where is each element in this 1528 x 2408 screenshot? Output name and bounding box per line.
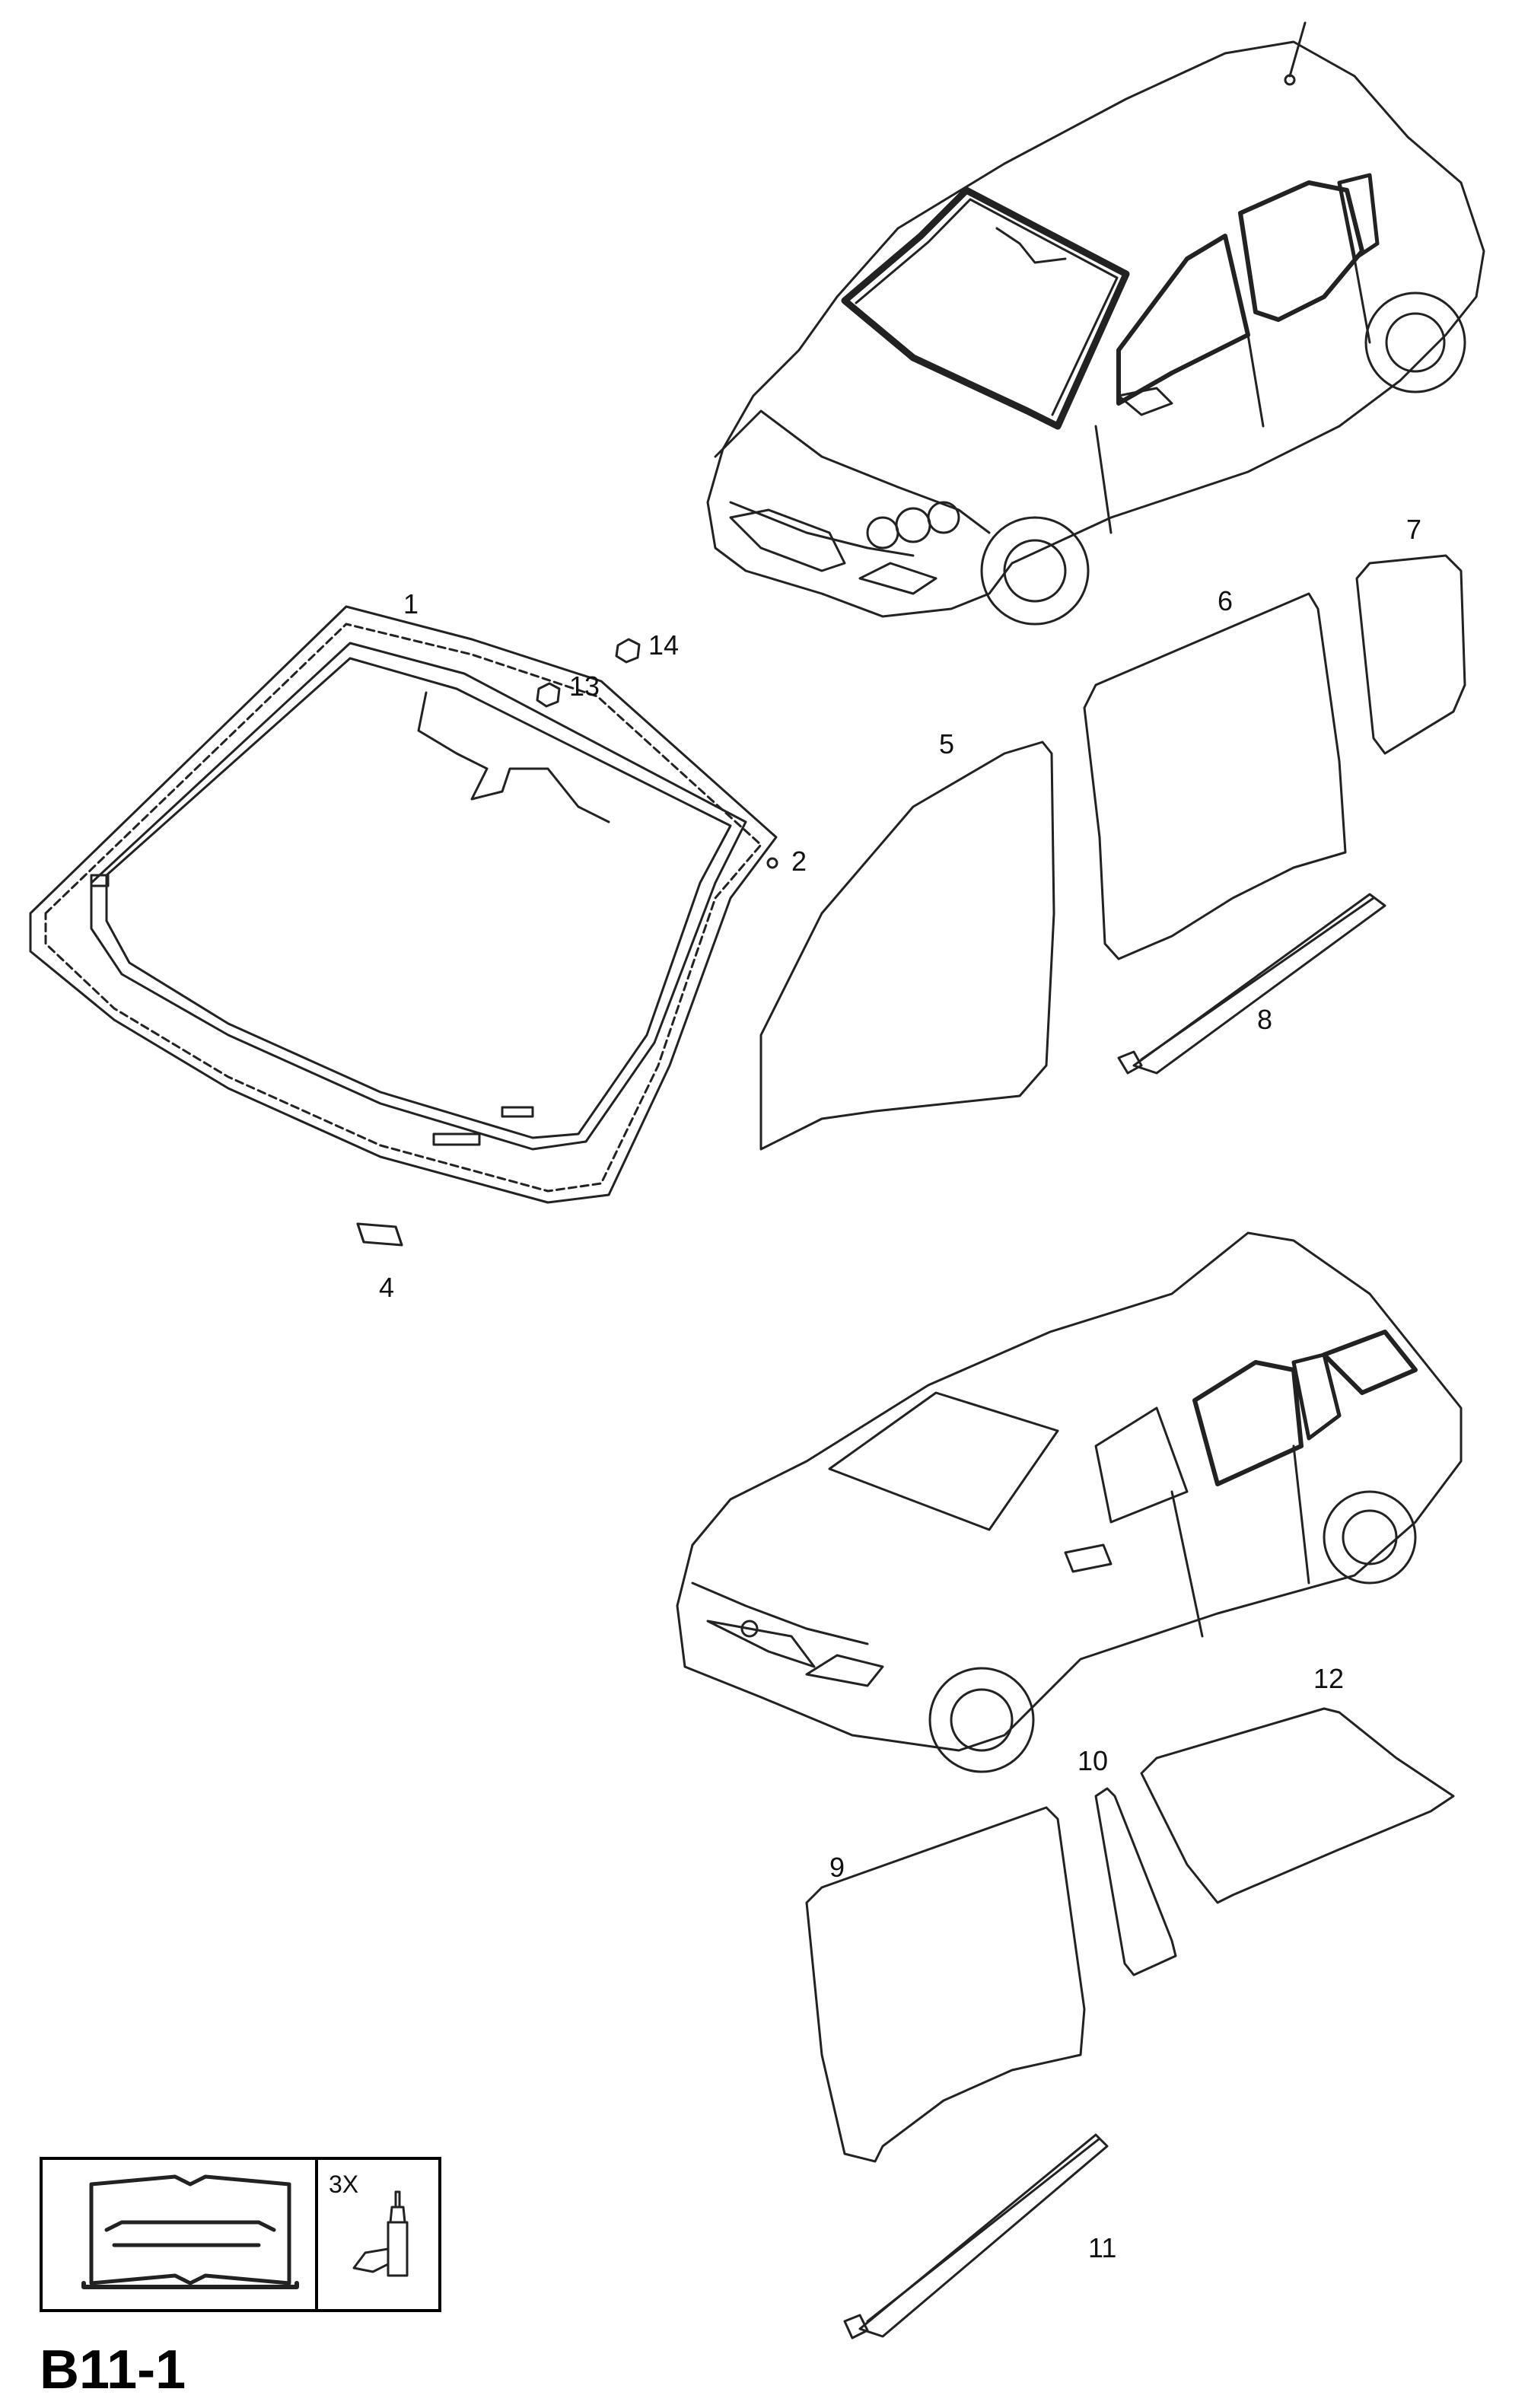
bracket-part-4 (356, 1222, 403, 1247)
quarter-glass-part-7 (1355, 554, 1466, 755)
rear-door-glass-part-9 (805, 1806, 1086, 2163)
callout-13: 13 (569, 670, 600, 702)
weatherstrip-part-8 (1117, 893, 1386, 1075)
adhesive-bottle-icon (352, 2190, 409, 2277)
weatherstrip-part-11 (843, 2133, 1109, 2340)
callout-6: 6 (1218, 585, 1234, 616)
front-door-glass-part-5 (759, 741, 1055, 1151)
estate-car-illustration (676, 1231, 1463, 1773)
callout-2: 2 (791, 846, 807, 877)
callout-10: 10 (1078, 1745, 1109, 1776)
callout-11: 11 (1088, 2232, 1117, 2263)
legend-box: 3X (40, 2157, 441, 2312)
legend-manual-cell (43, 2160, 318, 2309)
callout-8: 8 (1257, 1004, 1273, 1035)
clip-part-13 (536, 682, 561, 708)
clip-part-14 (615, 638, 641, 664)
quantity-label: 3X (329, 2171, 359, 2198)
callout-12: 12 (1313, 1663, 1345, 1694)
callout-7: 7 (1406, 514, 1422, 545)
service-manual-icon (81, 2174, 299, 2289)
hatchback-car-illustration (706, 21, 1485, 626)
quarter-glass-part-10 (1094, 1787, 1177, 1976)
callout-9: 9 (829, 1852, 845, 1883)
windscreen-part-1 (29, 605, 778, 1204)
callout-5: 5 (939, 728, 955, 760)
legend-quantity-cell: 3X (318, 2160, 438, 2309)
callout-4: 4 (379, 1272, 395, 1303)
side-glass-part-12 (1140, 1707, 1455, 1904)
callout-14: 14 (648, 629, 680, 661)
diagram-code: B11-1 (40, 2340, 186, 2400)
callout-1: 1 (403, 588, 419, 620)
rear-door-glass-part-6 (1083, 592, 1347, 960)
grommet-part-2 (766, 857, 778, 869)
